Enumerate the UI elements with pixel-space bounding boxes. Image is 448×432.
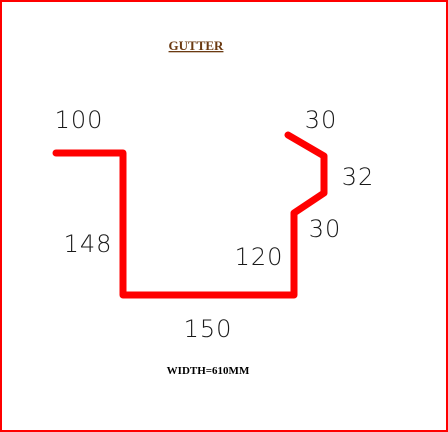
dimension-upright-lip: 32 bbox=[342, 163, 375, 191]
dimension-right-wall: 120 bbox=[235, 243, 284, 271]
dimension-top-return: 30 bbox=[305, 106, 338, 134]
dimension-lower-return: 30 bbox=[309, 215, 342, 243]
gutter-profile-line bbox=[52, 131, 328, 299]
dimension-top-left-flange: 100 bbox=[55, 106, 104, 134]
width-note: WIDTH=610MM bbox=[167, 365, 250, 377]
drawing-title: GUTTER bbox=[169, 38, 225, 53]
dimension-left-wall: 148 bbox=[64, 230, 113, 258]
dimension-base: 150 bbox=[184, 315, 233, 343]
